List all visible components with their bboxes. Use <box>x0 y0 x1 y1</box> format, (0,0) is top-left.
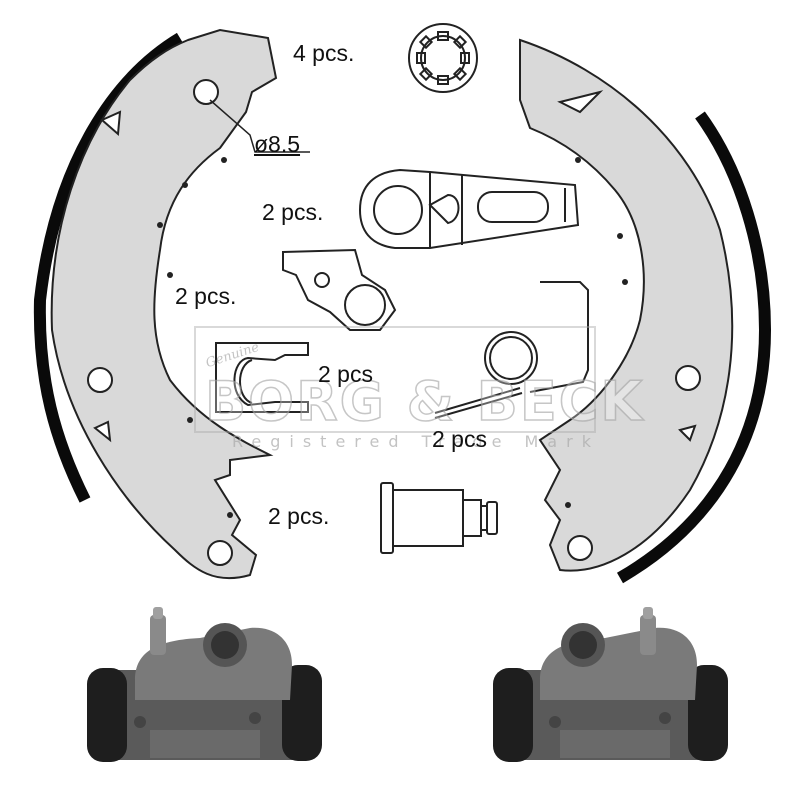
hold-down-pin <box>380 482 498 554</box>
adjuster-plate <box>282 248 397 331</box>
wheel-cylinder-left <box>87 607 322 762</box>
adjuster-lever <box>358 168 580 249</box>
retaining-clip <box>215 342 309 413</box>
clip-quantity: 2 pcs <box>318 361 373 387</box>
star-washer-quantity: 4 pcs. <box>293 40 355 66</box>
brake-shoe-right <box>519 38 772 584</box>
spring-quantity: 2 pcs <box>432 426 487 452</box>
hole-diameter-label: ø8.5 <box>254 131 301 157</box>
lever-quantity: 2 pcs. <box>262 199 324 225</box>
wheel-cylinder-right <box>493 607 728 762</box>
plate-quantity: 2 pcs. <box>175 283 237 309</box>
pin-quantity: 2 pcs. <box>268 503 330 529</box>
return-spring <box>434 281 589 419</box>
brake-shoe-left <box>33 28 310 580</box>
watermark-frame <box>194 326 596 433</box>
star-washer <box>408 23 478 93</box>
